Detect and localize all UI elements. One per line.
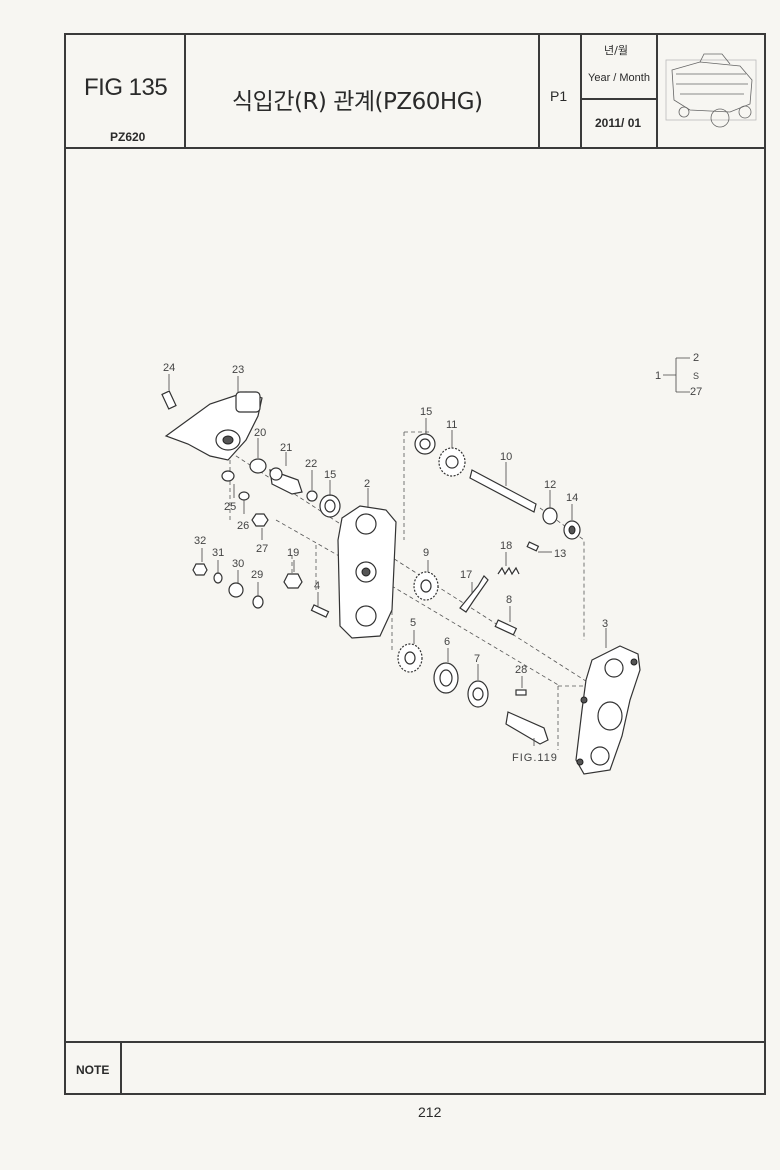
label-10: 10 bbox=[500, 451, 512, 463]
revision-date: 2011/ 01 bbox=[595, 116, 642, 130]
label-7: 7 bbox=[474, 653, 480, 665]
label-17: 17 bbox=[460, 569, 472, 581]
label-15: 15 bbox=[420, 406, 432, 418]
part-2-case bbox=[337, 505, 397, 639]
year-month-label-en: Year / Month bbox=[588, 72, 650, 84]
label-3: 3 bbox=[602, 618, 608, 630]
label-5: 5 bbox=[410, 617, 416, 629]
part-31-washer bbox=[213, 572, 223, 584]
label-32: 32 bbox=[194, 535, 206, 547]
part-5-gear bbox=[397, 643, 423, 673]
label-27: 27 bbox=[256, 543, 268, 555]
part-23-housing bbox=[164, 391, 263, 461]
label-22: 22 bbox=[305, 458, 317, 470]
label-23: 23 bbox=[232, 364, 244, 376]
part-26-washer bbox=[238, 491, 250, 501]
label-13: 13 bbox=[554, 548, 566, 560]
label-14: 14 bbox=[566, 492, 578, 504]
label-29: 29 bbox=[251, 569, 263, 581]
assembly-from-label: 2 bbox=[693, 352, 699, 364]
part-29-washer bbox=[252, 595, 264, 609]
label-20: 20 bbox=[254, 427, 266, 439]
year-month-label-ko: 년/월 bbox=[604, 44, 628, 57]
part-25-washer bbox=[221, 470, 235, 482]
figure-number: FIG 135 bbox=[84, 74, 168, 101]
label-19: 19 bbox=[287, 547, 299, 559]
part-9-gear bbox=[413, 571, 439, 601]
part-11-gear bbox=[438, 447, 466, 477]
part-16-bearing bbox=[319, 494, 341, 518]
label-9: 9 bbox=[423, 547, 429, 559]
header-bottom-rule bbox=[64, 147, 766, 149]
part-22-ring bbox=[306, 490, 318, 502]
assembly-separator: S bbox=[693, 371, 699, 381]
page-frame bbox=[64, 33, 766, 1095]
fig-119-reference: FIG.119 bbox=[512, 752, 558, 764]
fig-119-shaft bbox=[505, 711, 549, 745]
label-28: 28 bbox=[515, 664, 527, 676]
header-divider-1 bbox=[184, 33, 186, 148]
assembly-to-label: 27 bbox=[690, 386, 702, 398]
part-24-pin bbox=[161, 390, 177, 410]
leader-lines bbox=[168, 374, 607, 746]
part-10-shaft bbox=[469, 469, 537, 513]
label-8: 8 bbox=[506, 594, 512, 606]
model-code: PZ620 bbox=[110, 130, 146, 144]
part-12-ring bbox=[542, 507, 558, 525]
note-divider bbox=[120, 1041, 122, 1095]
page-title: 식입간(R) 관계(PZ60HG) bbox=[232, 89, 483, 115]
part-32-nut bbox=[192, 563, 208, 576]
part-30-washer bbox=[228, 582, 244, 598]
label-25: 25 bbox=[224, 501, 236, 513]
header-divider-4 bbox=[656, 33, 658, 148]
transplanter-machine-thumbnail bbox=[665, 53, 757, 128]
part-27-nut bbox=[251, 513, 269, 527]
label-26: 26 bbox=[237, 520, 249, 532]
part-28-key bbox=[515, 689, 527, 696]
part-6-bearing bbox=[433, 662, 459, 694]
part-7-seal bbox=[467, 680, 489, 708]
label-4: 4 bbox=[314, 580, 320, 592]
part-19-nut bbox=[283, 573, 303, 589]
date-cell-rule bbox=[580, 98, 657, 100]
label-18: 18 bbox=[500, 540, 512, 552]
label-24: 24 bbox=[163, 362, 175, 374]
label-16: 15 bbox=[324, 469, 336, 481]
note-label: NOTE bbox=[76, 1063, 110, 1077]
part-18-spring bbox=[497, 566, 520, 576]
part-20-washer bbox=[249, 458, 267, 474]
label-12: 12 bbox=[544, 479, 556, 491]
label-31: 31 bbox=[212, 547, 224, 559]
page-label: P1 bbox=[550, 88, 568, 104]
page-number: 212 bbox=[418, 1104, 442, 1120]
part-3-cover bbox=[575, 645, 641, 775]
part-14-bearing bbox=[563, 520, 581, 540]
note-top-rule bbox=[64, 1041, 766, 1043]
label-6: 6 bbox=[444, 636, 450, 648]
label-11: 11 bbox=[446, 419, 457, 431]
label-2: 2 bbox=[364, 478, 370, 490]
label-21: 21 bbox=[280, 442, 292, 454]
part-21-shaft bbox=[269, 467, 303, 495]
part-13-key bbox=[526, 541, 540, 552]
header-divider-3 bbox=[580, 33, 582, 148]
part-15-bearing-top bbox=[414, 433, 436, 455]
assembly-root-label: 1 bbox=[655, 370, 661, 382]
part-17-lever bbox=[459, 575, 489, 613]
assembly-range-bracket bbox=[663, 357, 690, 393]
label-30: 30 bbox=[232, 558, 244, 570]
header-divider-2 bbox=[538, 33, 540, 148]
part-4-bolt bbox=[310, 604, 330, 618]
part-8-pin bbox=[494, 619, 518, 636]
